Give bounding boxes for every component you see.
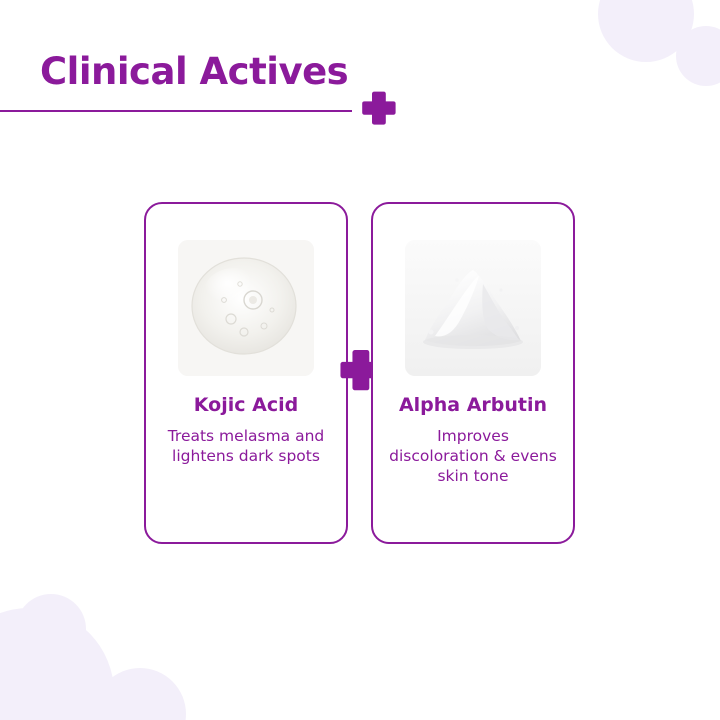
- card-heading: Kojic Acid: [193, 394, 299, 416]
- page-title: Clinical Actives: [40, 50, 349, 93]
- plus-cross-separator-icon: [339, 348, 383, 392]
- card-kojic-acid[interactable]: Kojic Acid Treats melasma and lightens d…: [144, 202, 348, 544]
- decorative-blob-top-right-small: [676, 26, 720, 86]
- card-description: Improves discoloration & evens skin tone: [389, 427, 557, 485]
- plus-cross-icon: [361, 90, 397, 126]
- kojic-acid-gel-swatch-image: [178, 240, 314, 376]
- card-heading: Alpha Arbutin: [398, 394, 548, 416]
- card-description: Treats melasma and lightens dark spots: [167, 427, 325, 465]
- decorative-blob-bottom-left-small: [16, 594, 86, 664]
- title-divider: [0, 110, 352, 112]
- alpha-arbutin-powder-image: [405, 240, 541, 376]
- card-alpha-arbutin[interactable]: Alpha Arbutin Improves discoloration & e…: [371, 202, 575, 544]
